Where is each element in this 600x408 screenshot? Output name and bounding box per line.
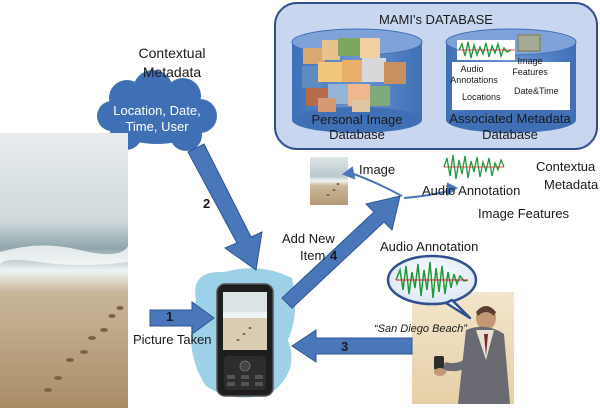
output-image-features-label: Image Features <box>478 206 570 221</box>
speech-bubble <box>386 254 478 320</box>
personal-db-label-line2: Database <box>329 127 385 142</box>
metadata-db-label-line2: Database <box>482 127 538 142</box>
add-new-item-line1: Add New <box>282 231 335 246</box>
step-3-number: 3 <box>341 339 349 354</box>
personal-db-label-line1: Personal Image <box>311 112 403 127</box>
output-contextual-line2: Metadata <box>544 177 599 192</box>
speech-audio-annotation-title: Audio Annotation <box>380 239 479 254</box>
audio-waveform-thumbnail <box>442 152 506 182</box>
database-title: MAMI's DATABASE <box>379 12 493 27</box>
arrow-step-3 <box>291 329 413 363</box>
beach-photo <box>0 133 128 408</box>
arrow-step-2 <box>187 143 263 271</box>
output-contextual-line1: Contextua <box>536 159 596 174</box>
personal-image-database-cylinder <box>291 28 423 133</box>
image-thumbnail <box>310 157 348 205</box>
cloud-text-line1: Location, Date, <box>113 103 201 118</box>
connector-arrows <box>341 166 458 199</box>
meta-image-line2: Features <box>512 67 548 77</box>
arrow-step-1 <box>149 301 215 335</box>
picture-taken-label: Picture Taken <box>133 332 212 347</box>
step-1-number: 1 <box>166 309 174 324</box>
meta-audio-line2: Annotations <box>450 75 498 85</box>
associated-metadata-database-cylinder <box>445 28 577 133</box>
mobile-phone <box>216 283 274 397</box>
metadata-db-label-line1: Associated Metadata <box>449 111 571 126</box>
step-2-number: 2 <box>203 196 211 211</box>
meta-locations: Locations <box>462 92 501 102</box>
speech-quote: “San Diego Beach” <box>374 323 467 335</box>
flow-arrows <box>149 143 413 363</box>
add-new-item-line2: Item <box>300 248 326 263</box>
meta-audio-line1: Audio <box>460 64 484 74</box>
meta-image-line1: Image <box>517 56 543 66</box>
contextual-title-line1: Contextual <box>138 45 206 61</box>
contextual-title-line2: Metadata <box>142 64 202 80</box>
arrow-step-4 <box>281 195 401 309</box>
step-4-number: 4 <box>330 248 338 263</box>
meta-datetime: Date&Time <box>514 86 559 96</box>
cloud-text-line2: Time, User <box>125 119 189 134</box>
output-image-label: Image <box>359 162 396 177</box>
man-with-phone-illustration <box>412 292 514 404</box>
output-audio-annotation-label: Audio Annotation <box>422 183 521 198</box>
